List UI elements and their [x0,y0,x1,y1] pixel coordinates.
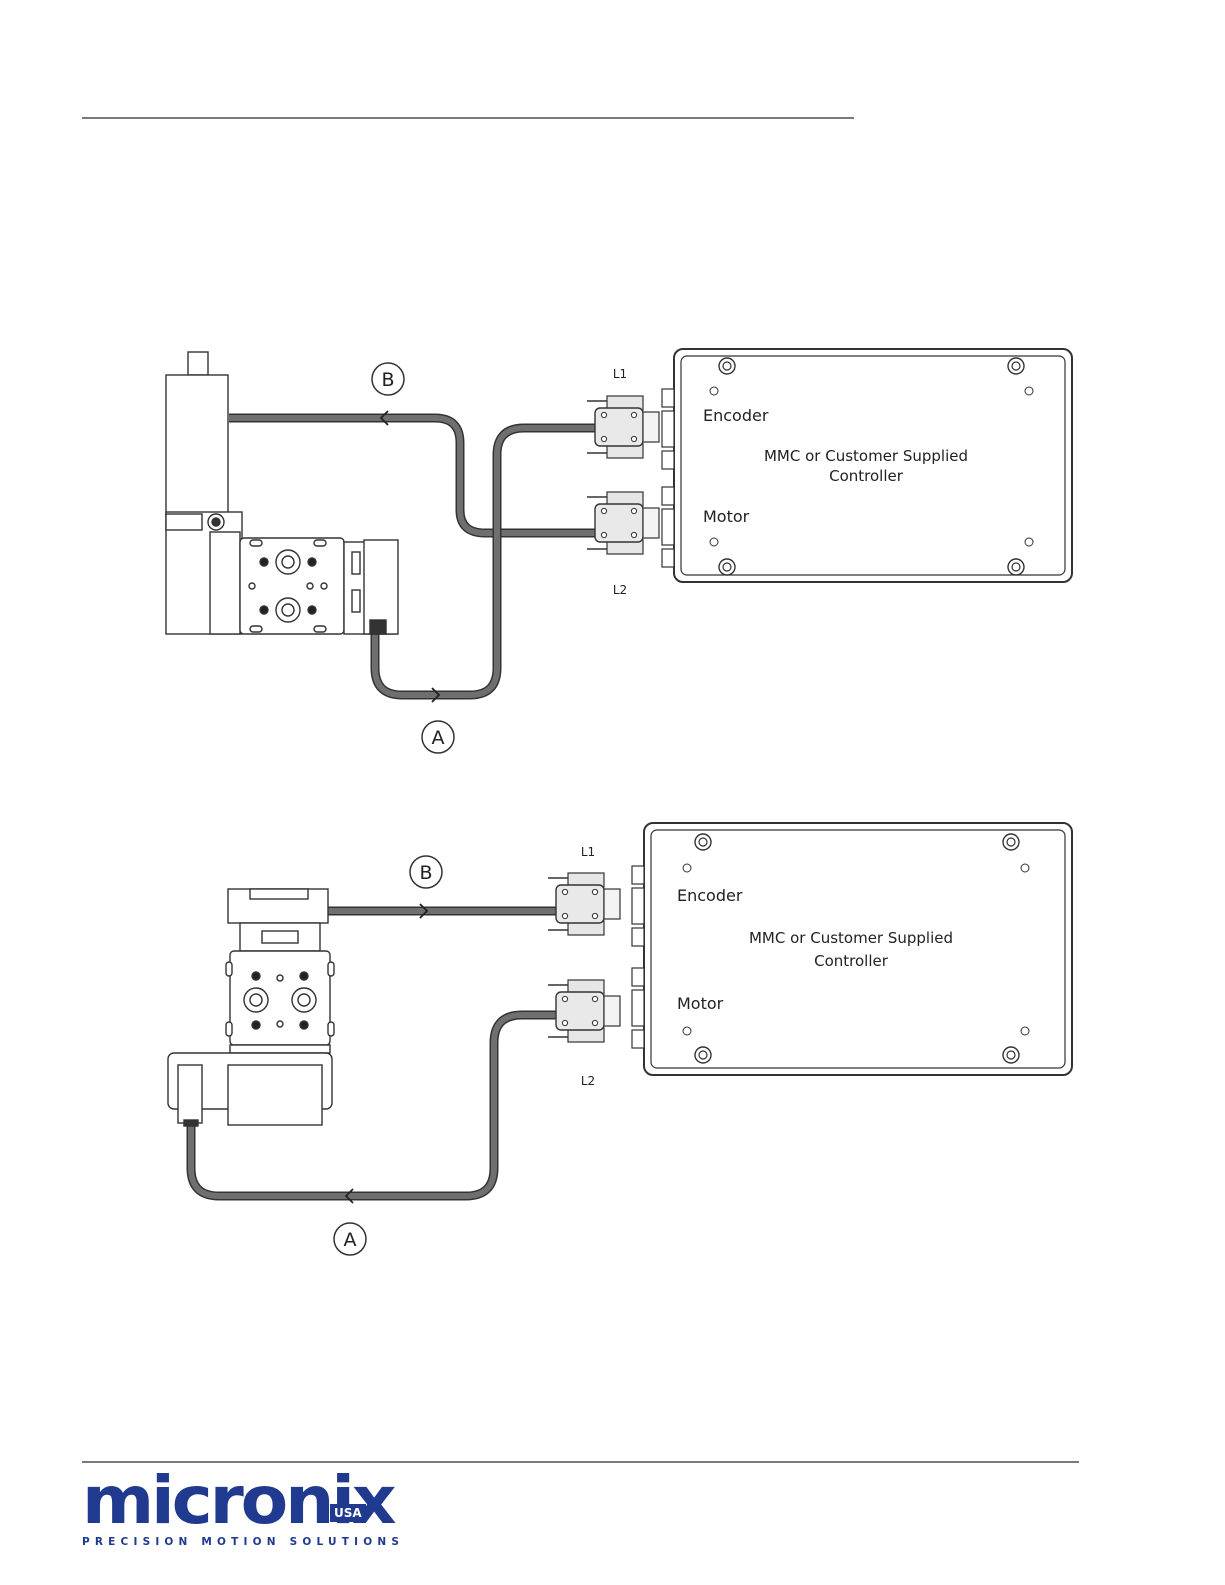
top-cable-a [375,428,596,695]
bottom-callout-a: A [334,1223,366,1255]
top-controller-title-2: Controller [829,467,904,485]
logo-wordmark: micronix [82,1468,393,1534]
svg-text:A: A [432,727,445,749]
bottom-motor-stage [168,889,334,1126]
bottom-controller-title-2: Controller [814,952,889,970]
top-callout-b: B [372,363,404,395]
bottom-controller-box: Encoder Motor MMC or Customer Supplied C… [632,823,1072,1075]
top-callout-a: A [422,721,454,753]
top-controller-box: Encoder Motor MMC or Customer Supplied C… [662,349,1072,582]
top-controller-title-1: MMC or Customer Supplied [764,447,968,465]
svg-text:B: B [381,369,394,391]
top-motor-stage [166,352,398,634]
top-connector-l2 [587,492,659,554]
bottom-connector-l1 [548,873,620,935]
wiring-diagrams: Encoder Motor MMC or Customer Supplied C… [0,0,1225,1460]
svg-text:B: B [419,862,432,884]
bottom-motor-port-label: Motor [677,994,724,1013]
top-l2-label: L2 [613,583,627,597]
top-diagram: Encoder Motor MMC or Customer Supplied C… [166,349,1072,753]
svg-text:A: A [344,1229,357,1251]
top-l1-label: L1 [613,367,627,381]
bottom-l2-label: L2 [581,1074,595,1088]
top-cable-b [229,418,596,533]
bottom-l1-label: L1 [581,845,595,859]
bottom-controller-title-1: MMC or Customer Supplied [749,929,953,947]
micronix-logo: micronix USA PRECISION MOTION SOLUTIONS [82,1468,404,1548]
bottom-encoder-port-label: Encoder [677,886,743,905]
bottom-diagram: Encoder Motor MMC or Customer Supplied C… [168,823,1072,1255]
logo-usa-badge: USA [330,1504,366,1522]
top-connector-l1 [587,396,659,458]
top-encoder-port-label: Encoder [703,406,769,425]
top-motor-port-label: Motor [703,507,750,526]
bottom-callout-b: B [410,856,442,888]
bottom-connector-l2 [548,980,620,1042]
